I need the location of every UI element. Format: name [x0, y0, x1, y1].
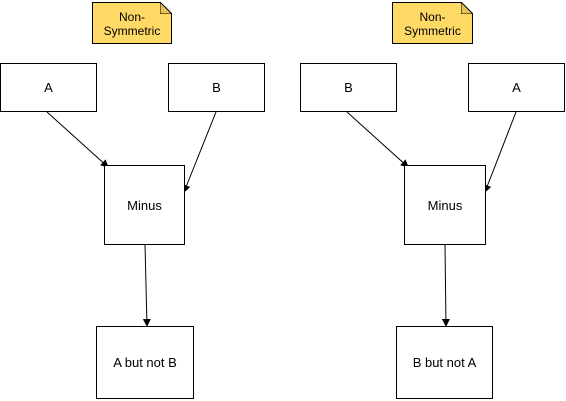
node-right-input-b-label: B — [344, 80, 353, 95]
node-right-minus-label: Minus — [427, 197, 463, 213]
edge-right-op-to-result — [441, 243, 450, 327]
note-left-fold — [160, 2, 172, 14]
node-left-input-b: B — [168, 63, 265, 112]
edge-right-input1-to-op — [346, 111, 409, 168]
node-right-input-b: B — [300, 63, 397, 112]
node-left-minus-label: Minus — [127, 197, 162, 213]
note-left-text: Non- Symmetric — [103, 10, 161, 38]
node-right-result-label: B but not A — [412, 355, 477, 370]
note-left: Non- Symmetric — [92, 2, 172, 44]
note-right-text: Non- Symmetric — [404, 10, 461, 38]
edge-right-input2-to-op — [483, 111, 517, 193]
node-left-input-b-label: B — [212, 80, 221, 95]
node-left-result-label: A but not B — [113, 355, 177, 370]
edge-left-input2-to-op — [182, 111, 217, 193]
node-left-minus: Minus — [104, 165, 185, 245]
node-right-minus: Minus — [404, 165, 486, 245]
edge-left-input1-to-op — [46, 111, 109, 168]
node-left-input-a-label: A — [44, 80, 53, 95]
node-right-input-a-label: A — [512, 80, 521, 95]
node-right-result: B but not A — [396, 326, 493, 399]
node-left-input-a: A — [0, 63, 97, 112]
edge-left-op-to-result — [142, 243, 151, 327]
node-right-input-a: A — [468, 63, 565, 112]
note-right-fold — [461, 2, 473, 14]
note-right: Non- Symmetric — [392, 2, 473, 44]
node-left-result: A but not B — [96, 326, 194, 399]
